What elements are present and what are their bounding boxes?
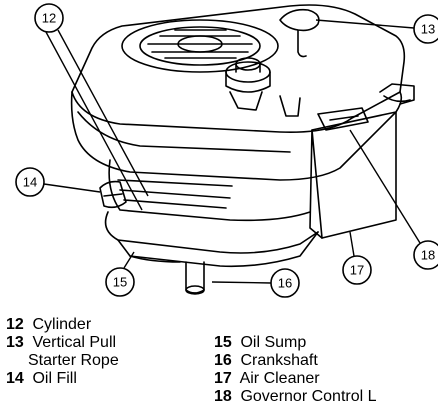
legend-label: Crankshaft xyxy=(240,352,318,369)
callout-12: 12 xyxy=(42,11,56,26)
legend-label: Vertical Pull xyxy=(32,334,117,351)
legend-left: 12 Cylinder 13 Vertical Pull Starter Rop… xyxy=(6,316,119,388)
callout-14-circle xyxy=(15,167,45,197)
legend-item-15: 15 Oil Sump xyxy=(214,334,377,352)
oil-sump xyxy=(104,211,319,254)
legend-number: 14 xyxy=(6,370,24,387)
shroud-top xyxy=(71,4,406,93)
legend-number: 17 xyxy=(214,370,232,387)
legend-number: 16 xyxy=(214,352,232,369)
callout-13: 13 xyxy=(421,22,435,37)
legend-label: Cylinder xyxy=(32,316,92,333)
shroud-front xyxy=(70,91,403,181)
crankshaft xyxy=(185,261,205,294)
legend-number: 18 xyxy=(214,388,232,405)
callout-14: 14 xyxy=(23,175,37,190)
legend-number: 12 xyxy=(6,316,24,333)
starter-handle xyxy=(279,8,320,32)
callout-15: 15 xyxy=(113,275,127,290)
legend-item-12: 12 Cylinder xyxy=(6,316,119,334)
legend-label: Air Cleaner xyxy=(239,370,320,387)
callout-17-circle xyxy=(342,255,372,285)
legend-right: 15 Oil Sump 16 Crankshaft 17 Air Cleaner… xyxy=(214,334,377,406)
legend-item-14: 14 Oil Fill xyxy=(6,370,119,388)
legend-number: 15 xyxy=(214,334,232,351)
callout-18: 18 xyxy=(421,248,435,263)
legend-item-16: 16 Crankshaft xyxy=(214,352,377,370)
legend-label: Oil Fill xyxy=(32,370,77,387)
callout-13-circle xyxy=(413,14,438,44)
legend-item-13-cont: Starter Rope xyxy=(6,352,119,370)
callout-18-circle xyxy=(413,240,438,270)
legend-number: 13 xyxy=(6,334,24,351)
legend-item-18: 18 Governor Control L xyxy=(214,388,377,406)
legend-label: Oil Sump xyxy=(240,334,307,351)
air-cleaner xyxy=(311,111,397,239)
callout-15-circle xyxy=(105,267,135,297)
callout-12-circle xyxy=(34,3,64,33)
legend-item-17: 17 Air Cleaner xyxy=(214,370,377,388)
callout-17: 17 xyxy=(350,263,364,278)
callout-16: 16 xyxy=(278,276,292,291)
legend-item-13: 13 Vertical Pull xyxy=(6,334,119,352)
legend-label: Governor Control L xyxy=(240,388,377,405)
legend-label-cont: Starter Rope xyxy=(28,352,119,369)
